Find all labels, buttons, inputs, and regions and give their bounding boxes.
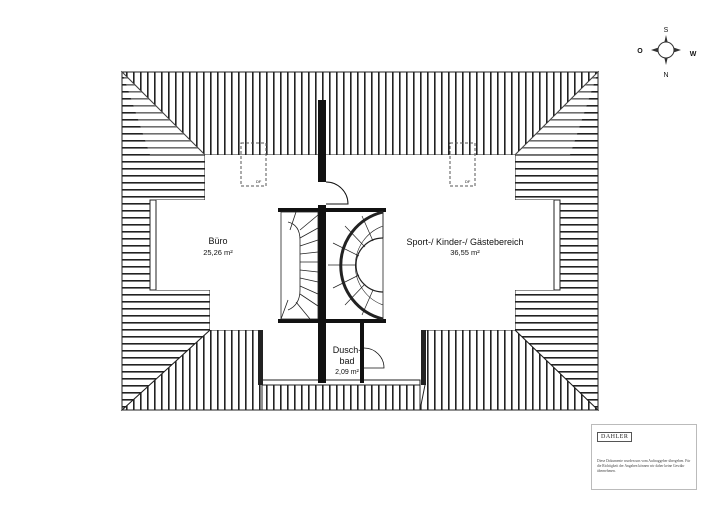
skylight-right bbox=[449, 142, 476, 187]
svg-text:N: N bbox=[663, 72, 668, 79]
door-swing bbox=[325, 181, 349, 205]
window-bottom bbox=[261, 379, 421, 386]
svg-text:W: W bbox=[690, 51, 697, 58]
disclaimer-box: DAHLER Diese Dokumente wurden uns vom Au… bbox=[591, 424, 697, 490]
room-name-sport: Sport-/ Kinder-/ Gästebereich bbox=[406, 237, 523, 247]
floor-area bbox=[155, 155, 555, 382]
window-right bbox=[553, 199, 561, 291]
svg-text:O: O bbox=[637, 48, 643, 55]
room-name-bad-2: bad bbox=[339, 356, 354, 366]
roof-bottom-center bbox=[261, 384, 421, 411]
room-name-bad-1: Dusch- bbox=[333, 345, 362, 355]
skylight-label: DF bbox=[256, 179, 262, 184]
skylight-left bbox=[240, 142, 267, 187]
room-area-sport: 36,55 m² bbox=[450, 248, 480, 257]
compass-icon: S N O W bbox=[637, 27, 696, 79]
room-area-bad: 2,09 m² bbox=[335, 369, 359, 376]
stair-right[interactable] bbox=[328, 210, 384, 321]
room-name-buero: Büro bbox=[208, 236, 227, 246]
door-swing bbox=[363, 347, 385, 369]
window-left bbox=[149, 199, 157, 291]
disclaimer-text: Diese Dokumente wurden uns vom Auftragge… bbox=[597, 459, 691, 473]
svg-text:S: S bbox=[664, 27, 669, 34]
skylight-label: DF bbox=[465, 179, 471, 184]
dahler-logo: DAHLER bbox=[597, 432, 633, 442]
central-wall bbox=[318, 100, 326, 182]
room-area-buero: 25,26 m² bbox=[203, 248, 233, 257]
roof-top bbox=[120, 71, 600, 156]
stair-left[interactable] bbox=[280, 211, 319, 320]
